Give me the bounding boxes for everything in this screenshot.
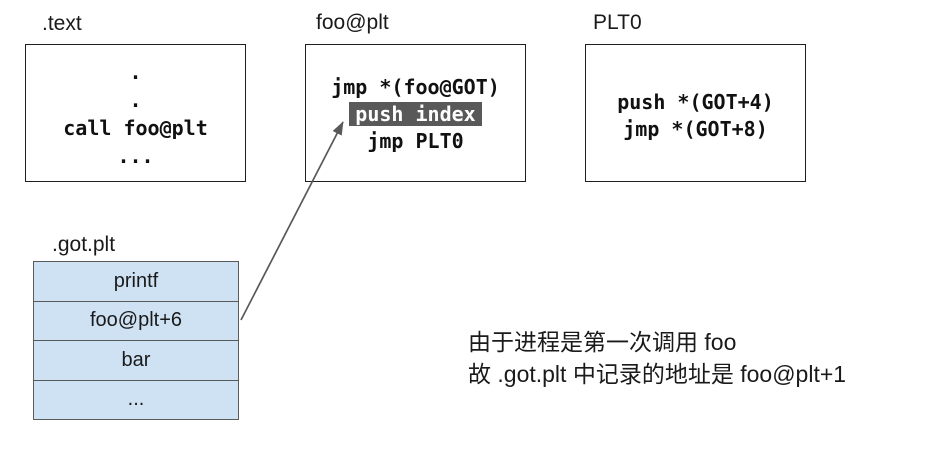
push-index-highlight: push index <box>349 102 482 126</box>
gotplt-row-ellipsis: ... <box>34 380 238 419</box>
code-line-jmp-got8: jmp *(GOT+8) <box>623 117 768 141</box>
annotation-text: 由于进程是第一次调用 foo 故 .got.plt 中记录的地址是 foo@pl… <box>468 326 846 390</box>
annotation-line-2: 故 .got.plt 中记录的地址是 foo@plt+1 <box>468 361 847 387</box>
code-line: ... <box>117 144 154 168</box>
code-line-push-index: push index <box>306 101 525 128</box>
code-line: . <box>129 88 142 112</box>
gotplt-row-printf: printf <box>34 262 238 302</box>
fooplt-section-label: foo@plt <box>316 11 389 34</box>
code-line: call foo@plt <box>63 116 208 140</box>
annotation-line-1: 由于进程是第一次调用 foo <box>468 329 737 355</box>
plt0-section-box: push *(GOT+4) jmp *(GOT+8) <box>585 44 806 182</box>
gotplt-row-fooplt6: foo@plt+6 <box>34 301 238 341</box>
code-line: . <box>129 60 142 84</box>
code-line-jmp-plt0: jmp PLT0 <box>367 129 464 153</box>
text-section-box: . . call foo@plt ... <box>25 44 246 182</box>
plt0-section-label: PLT0 <box>593 11 642 34</box>
code-line-push-got4: push *(GOT+4) <box>617 90 774 114</box>
text-section-label: .text <box>42 12 82 35</box>
code-line-jmp-foogot: jmp *(foo@GOT) <box>331 75 500 99</box>
fooplt-section-code: jmp *(foo@GOT) push index jmp PLT0 <box>306 45 525 155</box>
fooplt-section-box: jmp *(foo@GOT) push index jmp PLT0 <box>305 44 526 182</box>
gotplt-row-bar: bar <box>34 341 238 381</box>
gotplt-section-label: .got.plt <box>52 233 116 256</box>
gotplt-table: printf foo@plt+6 bar ... <box>33 261 239 420</box>
text-section-code: . . call foo@plt ... <box>26 45 245 170</box>
plt0-section-code: push *(GOT+4) jmp *(GOT+8) <box>586 45 805 143</box>
